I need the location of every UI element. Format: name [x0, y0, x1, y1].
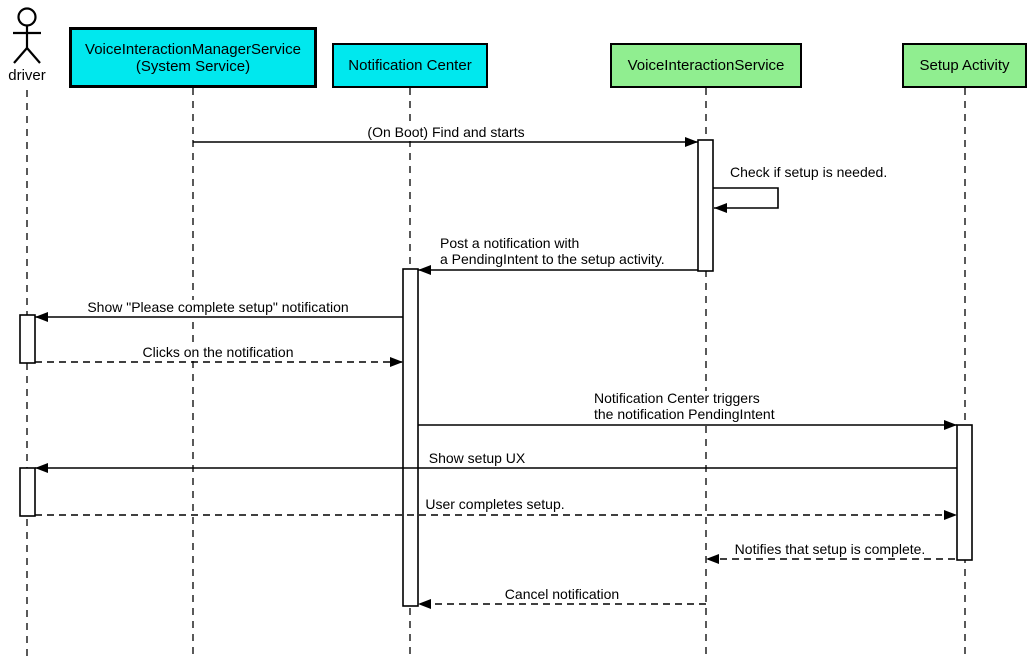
participant-voice-interaction-service: VoiceInteractionService	[610, 43, 802, 88]
activation-bar-notification-center	[402, 268, 419, 607]
message-label-triggers-pending-intent: Notification Center triggers the notific…	[591, 390, 778, 422]
arrow-check-if-setup-needed-self	[713, 187, 779, 213]
activation-bar-driver-2	[19, 467, 36, 517]
message-label-check-if-setup-needed: Check if setup is needed.	[727, 164, 891, 181]
participant-voice-interaction-manager-service: VoiceInteractionManagerService (System S…	[69, 27, 317, 88]
message-label-on-boot-find-and-starts: (On Boot) Find and starts	[364, 124, 528, 141]
participant-setup-activity: Setup Activity	[902, 43, 1027, 88]
activation-bar-setup-activity	[956, 424, 973, 561]
activation-bar-driver-1	[19, 314, 36, 364]
message-label-cancel-notification: Cancel notification	[501, 586, 623, 603]
activation-bar-voice-interaction-service	[697, 139, 714, 272]
actor-label-driver: driver	[8, 67, 46, 84]
message-label-clicks-on-notification: Clicks on the notification	[139, 344, 297, 361]
message-label-post-notification: Post a notification with a PendingIntent…	[437, 235, 668, 267]
message-label-show-complete-setup-notification: Show "Please complete setup" notificatio…	[84, 299, 352, 316]
message-label-show-setup-ux: Show setup UX	[425, 450, 529, 467]
actor-driver-icon	[13, 7, 41, 64]
message-label-user-completes-setup: User completes setup.	[422, 496, 568, 513]
participant-notification-center: Notification Center	[332, 43, 488, 88]
message-label-notifies-setup-complete: Notifies that setup is complete.	[731, 541, 929, 558]
